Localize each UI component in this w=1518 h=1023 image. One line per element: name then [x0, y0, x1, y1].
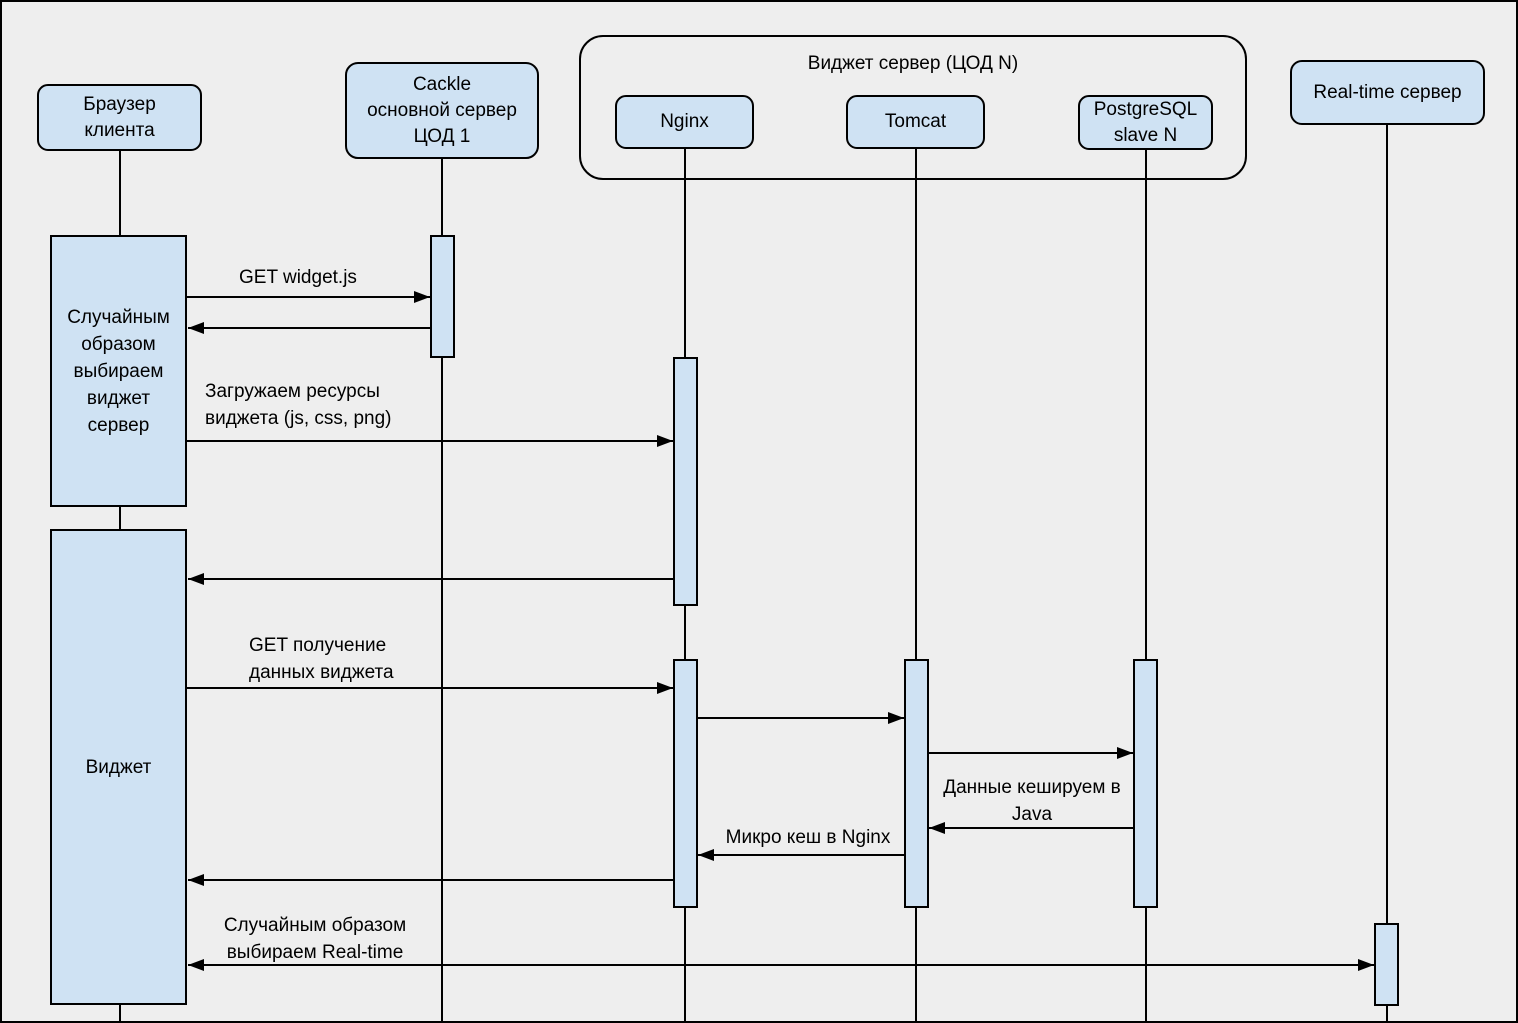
activation-realtime	[1374, 923, 1399, 1006]
participant-nginx-label: Nginx	[660, 111, 709, 132]
message-get-widget-data: GET получение данных виджета	[249, 635, 394, 683]
participant-tomcat: Tomcat	[846, 95, 985, 149]
activation-cackle	[430, 235, 455, 358]
activation-tomcat	[904, 659, 929, 908]
message-choose-realtime: Случайным образом выбираем Real-time	[223, 915, 407, 963]
participant-tomcat-label: Tomcat	[884, 111, 947, 132]
participant-cackle-label: Cackle основной сервер ЦОД 1	[367, 73, 517, 147]
participant-browser-label: Браузер клиента	[83, 93, 156, 141]
message-get-widget-js: GET widget.js	[239, 267, 357, 288]
activation-postgresql	[1133, 659, 1158, 908]
participant-nginx: Nginx	[615, 95, 754, 149]
activation-widget: Виджет	[50, 529, 187, 1005]
activation-nginx-1	[673, 357, 698, 606]
activation-choose-widget-server: Случайным образом выбираем виджет сервер	[50, 235, 187, 507]
group-widget-server-label: Виджет сервер (ЦОД N)	[807, 53, 1019, 74]
participant-browser: Браузер клиента	[37, 84, 202, 151]
participant-postgresql-label: PostgreSQL slave N	[1093, 98, 1198, 146]
activation-nginx-2	[673, 659, 698, 908]
group-widget-server	[579, 35, 1247, 180]
participant-postgresql: PostgreSQL slave N	[1078, 95, 1213, 150]
activation-widget-label: Виджет	[85, 756, 152, 778]
activation-choose-widget-server-label: Случайным образом выбираем виджет сервер	[67, 306, 170, 436]
participant-realtime: Real-time сервер	[1290, 60, 1485, 125]
participant-cackle: Cackle основной сервер ЦОД 1	[345, 62, 539, 159]
participant-realtime-label: Real-time сервер	[1313, 81, 1462, 103]
message-cache-in-java: Данные кешируем в Java	[943, 777, 1121, 825]
message-load-resources: Загружаем ресурсы виджета (js, css, png)	[205, 381, 392, 429]
message-micro-cache: Микро кеш в Nginx	[725, 827, 891, 848]
